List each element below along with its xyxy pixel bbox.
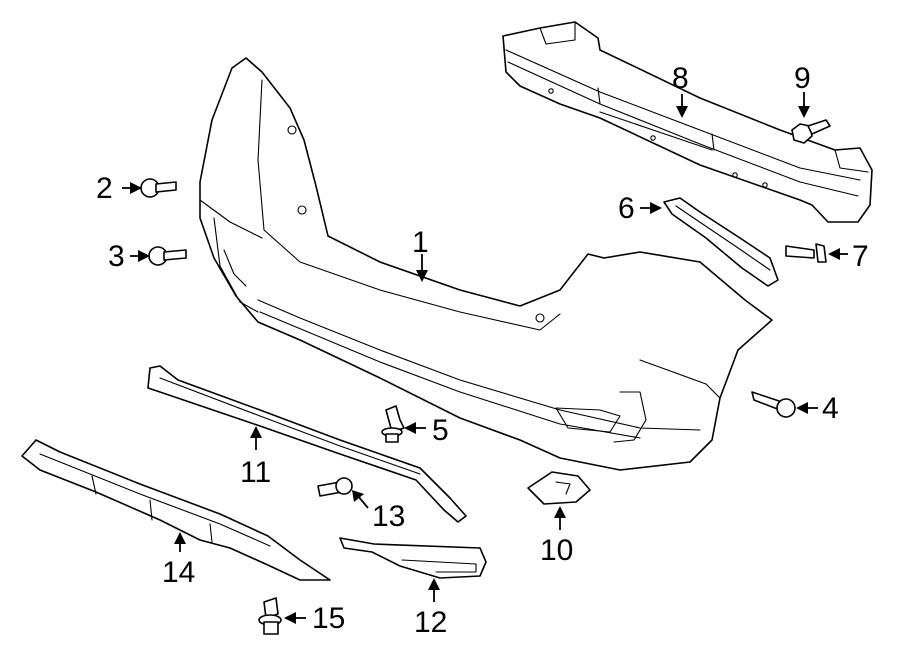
- callout-10: 10: [540, 534, 573, 567]
- callout-9: 9: [794, 62, 811, 95]
- callout-arrows: [122, 92, 848, 624]
- callout-6: 6: [618, 192, 635, 225]
- callout-labels: 1 2 3 4 5 6 7 8 9 10 11 12 13 14 15: [96, 62, 869, 639]
- part-10-cover-cap: [527, 471, 591, 505]
- callout-2: 2: [96, 172, 113, 205]
- callout-3: 3: [108, 240, 125, 273]
- part-8-reinforcement-bar: [502, 21, 873, 223]
- callout-7: 7: [852, 240, 869, 273]
- part-11-garnish-strip: [147, 365, 467, 523]
- callout-11: 11: [240, 456, 271, 489]
- callout-15: 15: [312, 602, 345, 635]
- callout-4: 4: [822, 392, 839, 425]
- part-15-clip: [258, 597, 282, 635]
- part-3-screw: [148, 246, 187, 266]
- part-12-reflector-garnish: [339, 537, 487, 579]
- callout-12: 12: [414, 606, 447, 639]
- callout-8: 8: [672, 62, 689, 95]
- part-1-bumper-cover: [199, 57, 773, 471]
- part-13-bolt: [317, 477, 353, 497]
- callout-1: 1: [412, 226, 429, 259]
- part-14-diffuser: [21, 439, 331, 581]
- callout-5: 5: [432, 414, 449, 447]
- callout-13: 13: [372, 500, 405, 533]
- part-9-bolt: [791, 119, 831, 144]
- part-6-side-bracket: [663, 197, 779, 287]
- part-2-screw: [140, 178, 177, 198]
- part-5-clip: [381, 405, 405, 443]
- part-7-screw: [785, 243, 827, 263]
- callout-14: 14: [162, 556, 195, 589]
- part-4-screw: [751, 391, 796, 418]
